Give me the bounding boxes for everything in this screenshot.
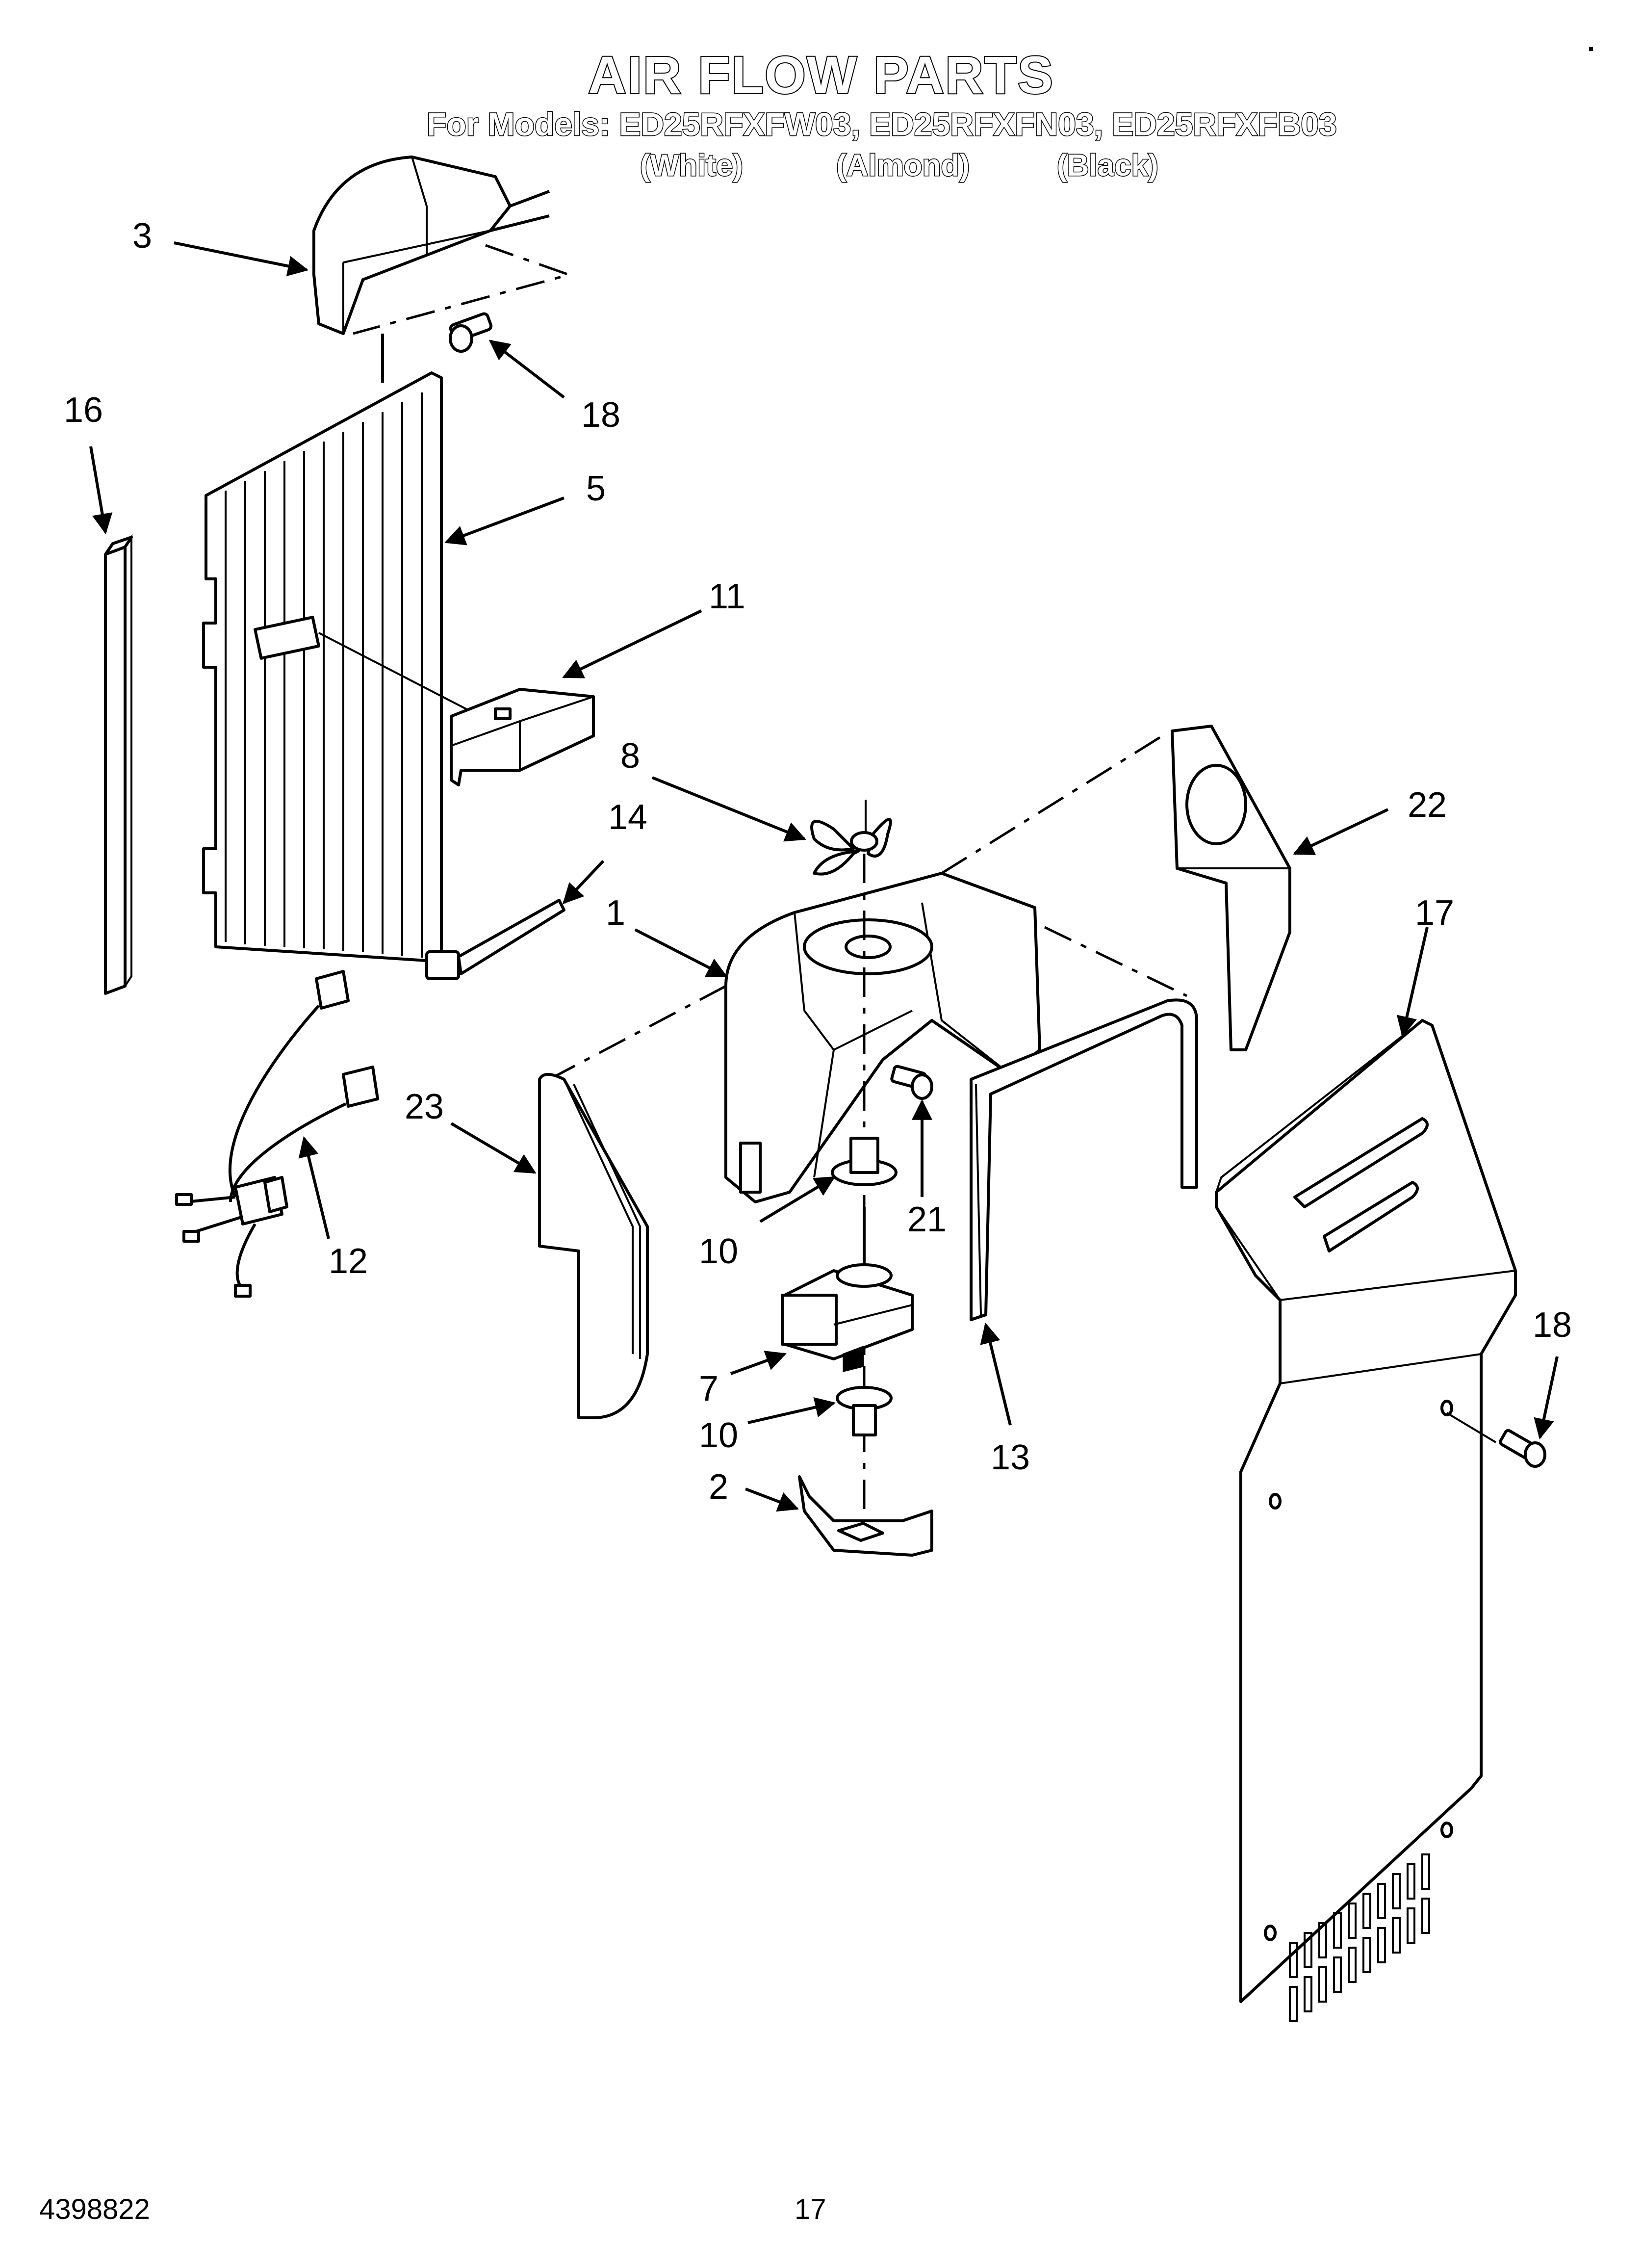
part-16-foam-strip [104, 534, 133, 995]
model-list: For Models: ED25RFXFW03, ED25RFXFN03, ED… [426, 105, 1338, 143]
document-number: 4398822 [39, 2193, 150, 2225]
page-number: 17 [795, 2193, 826, 2225]
alignment-line-1-22 [941, 734, 1163, 875]
callout-21: 21 [907, 1200, 947, 1239]
variant-white: (White) [639, 148, 744, 183]
callout-17: 17 [1415, 893, 1454, 933]
part-22-side-baffle [1171, 725, 1292, 1051]
callout-18-top: 18 [581, 395, 620, 435]
part-17-rear-air-duct [1215, 1019, 1517, 2022]
part-23-left-baffle [538, 1073, 649, 1419]
part-3-duct-cover [312, 156, 550, 335]
part-12-wire-harness [175, 970, 379, 1298]
page-title: AIR FLOW PARTS [587, 44, 1054, 105]
part-14-cable-tie [425, 899, 565, 980]
alignment-line-1-13 [1044, 926, 1188, 997]
callout-14: 14 [608, 798, 647, 837]
part-7-fan-motor [781, 1263, 914, 1372]
variant-almond: (Almond) [835, 148, 970, 183]
part-18-screw-right [1446, 1412, 1546, 1468]
corner-mark [1589, 47, 1593, 51]
callout-11: 11 [709, 577, 745, 616]
callout-7: 7 [699, 1369, 718, 1408]
part-18-screw-top [449, 312, 493, 353]
callout-13: 13 [991, 1438, 1030, 1477]
leader-arrows [89, 241, 1559, 1512]
callout-22: 22 [1408, 785, 1447, 825]
callout-1: 1 [606, 893, 625, 933]
callout-2: 2 [709, 1467, 728, 1507]
variant-black: (Black) [1056, 148, 1159, 183]
callout-3: 3 [132, 216, 152, 256]
alignment-line-3 [353, 244, 573, 335]
callout-18-right: 18 [1533, 1305, 1572, 1345]
alignment-line-1-23 [548, 985, 727, 1081]
part-11-bracket [450, 688, 595, 786]
callout-8: 8 [620, 736, 640, 776]
callout-23: 23 [405, 1087, 444, 1126]
part-2-motor-bracket [798, 1475, 933, 1557]
callout-16: 16 [64, 391, 103, 430]
callout-10-lower: 10 [699, 1416, 738, 1455]
part-5-evaporator-cover [202, 371, 471, 963]
part-21-screw [890, 1065, 933, 1100]
callout-10-upper: 10 [699, 1232, 738, 1271]
callout-12: 12 [329, 1242, 368, 1281]
part-1-fan-housing [724, 872, 1041, 1203]
part-10-grommet-upper [831, 1137, 898, 1186]
part-8-fan-blade [810, 800, 892, 876]
part-13-foam-seal [970, 998, 1198, 1321]
callout-5: 5 [586, 469, 606, 508]
part-10-grommet-lower [836, 1386, 893, 1436]
